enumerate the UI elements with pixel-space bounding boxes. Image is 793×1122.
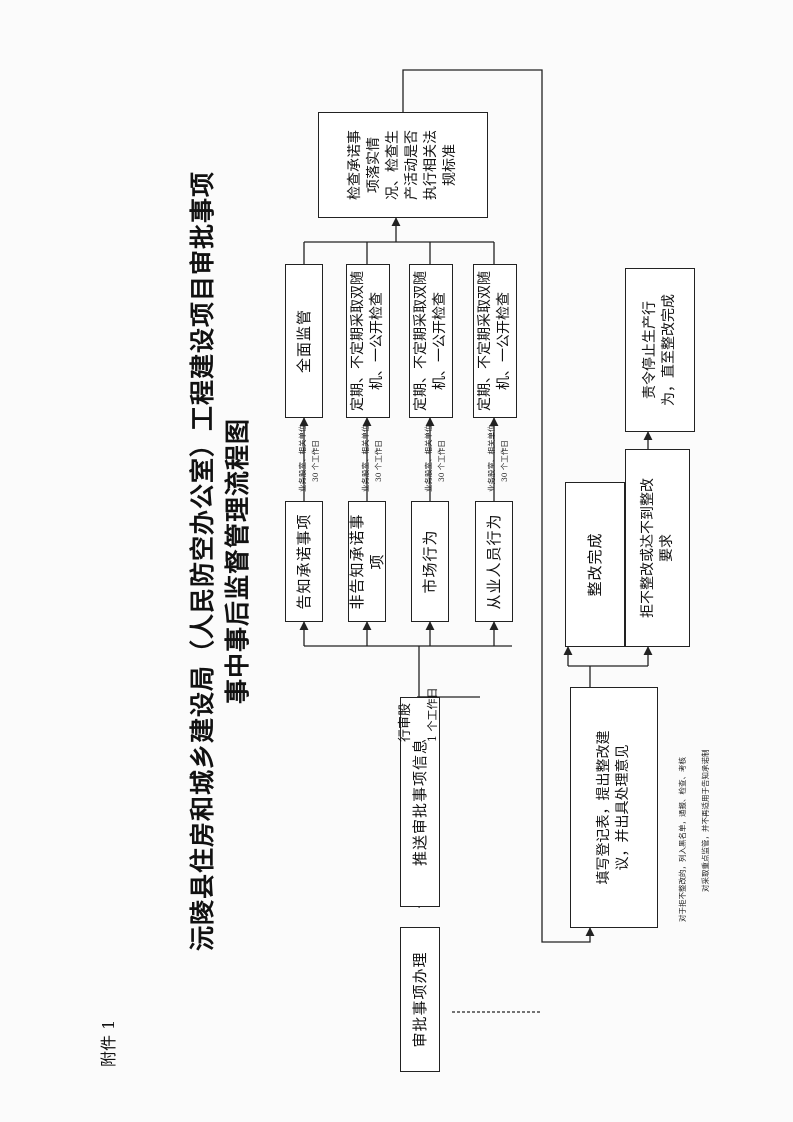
notify-commitment-box: 告知承诺事项 [285,501,323,622]
order-stop-box: 责令停止生产行为，直至整改完成 [625,268,695,432]
one-day-label: 1 个工作日 [426,687,439,743]
non-notify-commitment-box: 非告知承诺事项 [348,501,386,622]
business-unit-label-4: 业务股室、相关单位 [487,424,496,493]
approval-handling-box: 审批事项办理 [400,927,440,1072]
rectify-done-box: 整改完成 [565,482,625,647]
business-unit-label-3: 业务股室、相关单位 [424,424,433,493]
thirty-days-label-4: 30 个工作日 [500,440,509,482]
fill-record-box: 填写登记表，提出整改建议，并出具处理意见 [570,687,658,928]
random-check-box-2: 定期、不定期采取双随机、一公开检查 [409,264,453,418]
business-unit-label-2: 业务股室、相关单位 [361,424,370,493]
thirty-days-label-3: 30 个工作日 [437,440,446,482]
random-check-box-3: 定期、不定期采取双随机、一公开检查 [473,264,517,418]
footnote-key-supervision: 对采取重点监管，并不再适用于告知承诺制 [701,749,710,893]
market-behavior-box: 市场行为 [411,501,449,622]
business-unit-label-1: 业务股室、相关单位 [298,424,307,493]
random-check-box-1: 定期、不定期采取双随机、一公开检查 [346,264,390,418]
thirty-days-label-2: 30 个工作日 [374,440,383,482]
footnote-blacklist: 对于拒不整改的，列入黑名单，通报、检查、考核 [678,757,687,922]
inspect-commitment-box: 检查承诺事项落实情况、检查生产活动是否执行相关法规标准 [318,112,488,218]
dept-label: 行审股 [398,702,413,742]
practitioner-behavior-box: 从业人员行为 [475,501,513,622]
refuse-rectify-box: 拒不整改或达不到整改要求 [625,449,690,647]
thirty-days-label-1: 30 个工作日 [311,440,320,482]
full-supervision-box: 全面监管 [285,264,323,418]
